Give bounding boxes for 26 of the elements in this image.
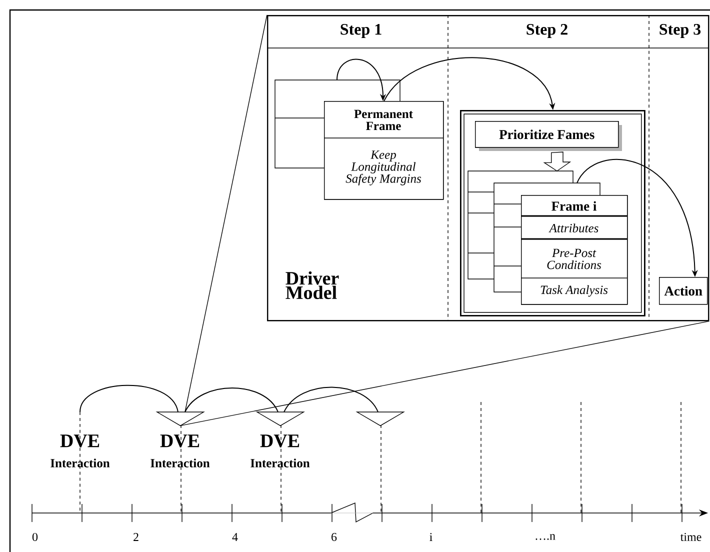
dve-label: DVE: [260, 434, 300, 448]
interaction-label: Interaction: [250, 458, 310, 468]
step-heading: Step 2: [526, 24, 568, 38]
action-box: Action: [659, 277, 708, 305]
curved-connector: [184, 388, 278, 412]
process-box: Prioritize Fames: [475, 121, 622, 151]
dve-label: DVE: [60, 434, 100, 448]
tick-label: 2: [134, 533, 138, 541]
tick-label: ….n: [536, 534, 556, 540]
tick-label: i: [430, 533, 432, 541]
block-arrow: [543, 152, 572, 172]
tick-label: 4: [232, 533, 238, 541]
interaction-label: Interaction: [50, 458, 110, 468]
frame-card-stack: Frame i Attributes Pre-Post Conditions Task Analysis: [468, 170, 628, 305]
frame-card-stack: Permanent Frame Keep Longitudinal Safety Margins: [274, 80, 444, 200]
interaction-label: Interaction: [150, 458, 210, 468]
dve-label: DVE: [160, 434, 200, 448]
zoom-line: [180, 320, 710, 426]
curved-connector: [80, 384, 178, 412]
step-heading: Step 1: [340, 24, 382, 38]
step-heading: Step 3: [660, 24, 701, 38]
zoom-line: [184, 14, 268, 412]
tick-label: 6: [332, 532, 337, 542]
tick-label: 0: [32, 532, 38, 542]
axis-label: time: [680, 532, 702, 542]
curved-connector: [284, 386, 378, 412]
